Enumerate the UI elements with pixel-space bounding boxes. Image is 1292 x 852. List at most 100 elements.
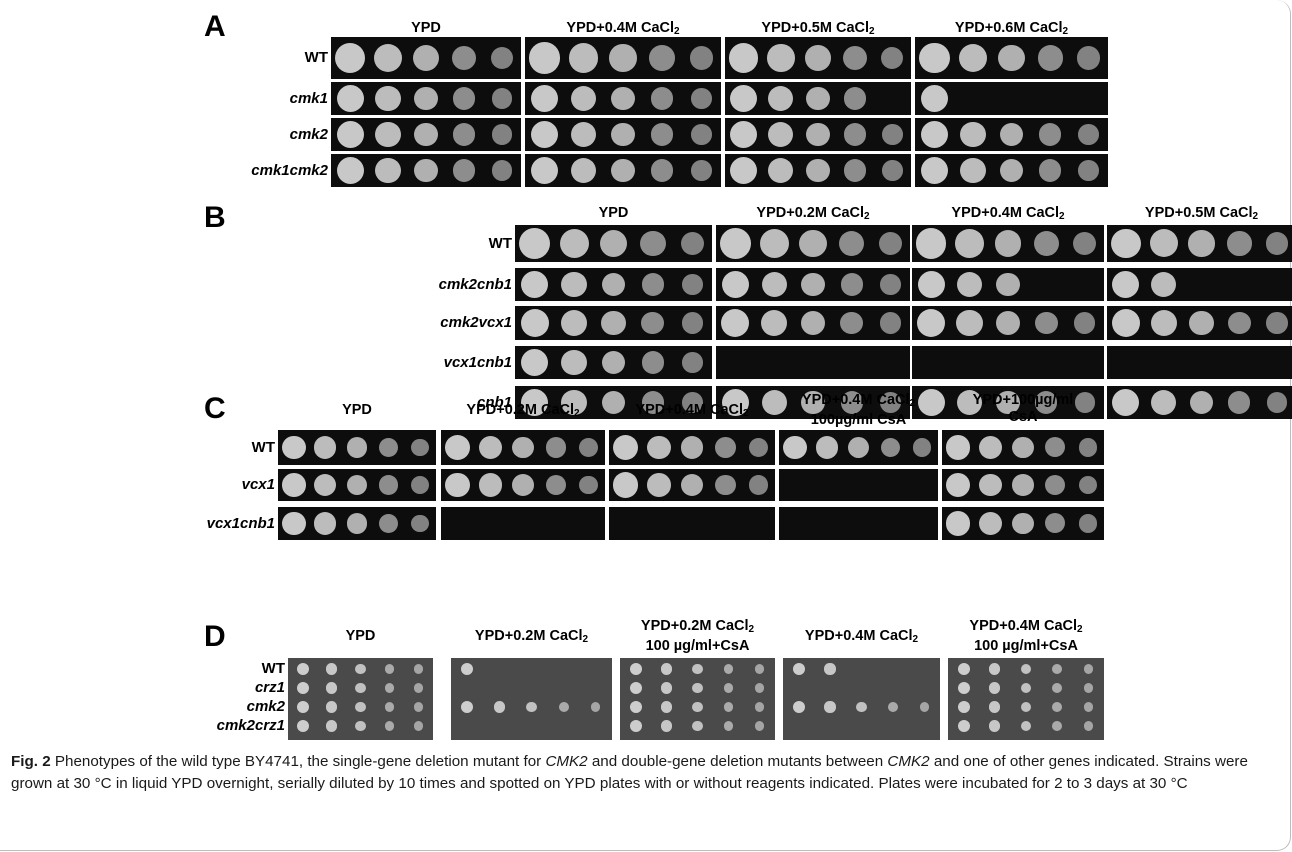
caption-text-2: and double-gene deletion mutants between — [587, 753, 888, 770]
plate-image — [451, 658, 612, 740]
yeast-spot — [946, 511, 971, 536]
yeast-spot — [413, 702, 424, 712]
column-header: YPD — [598, 205, 629, 221]
yeast-spot — [920, 121, 948, 148]
yeast-spot — [375, 121, 401, 148]
yeast-spot — [1227, 231, 1252, 256]
yeast-spot — [1266, 392, 1288, 413]
yeast-spot — [384, 702, 395, 712]
yeast-spot — [692, 663, 703, 675]
yeast-spot — [692, 720, 703, 732]
yeast-spot — [335, 43, 365, 73]
yeast-spot — [783, 435, 807, 460]
row-label: WT — [488, 234, 512, 252]
yeast-spot — [560, 309, 588, 337]
yeast-spot — [493, 701, 505, 713]
column-header: YPD+0.4M CaCl2 — [635, 402, 749, 419]
figure-caption: Fig. 2 Phenotypes of the wild type BY474… — [11, 751, 1281, 794]
yeast-spot — [957, 701, 970, 713]
yeast-spot — [956, 309, 983, 337]
yeast-spot — [843, 46, 868, 70]
yeast-spot — [994, 230, 1022, 257]
yeast-spot — [1074, 392, 1096, 413]
plate-image — [441, 507, 605, 540]
column-header: YPD+0.5M CaCl2 — [761, 20, 875, 37]
yeast-spot — [1020, 663, 1032, 675]
caption-gene-2: CMK2 — [887, 753, 930, 770]
yeast-spot — [960, 157, 986, 184]
yeast-spot — [1083, 721, 1093, 731]
yeast-spot — [375, 85, 401, 112]
yeast-spot — [591, 702, 601, 712]
yeast-spot — [346, 437, 368, 458]
yeast-spot — [768, 85, 794, 112]
yeast-spot — [680, 473, 704, 497]
yeast-spot — [414, 122, 438, 147]
yeast-spot — [882, 160, 903, 181]
column-header: YPD — [411, 20, 441, 36]
panel-label-d: D — [204, 620, 226, 653]
yeast-spot — [824, 701, 836, 713]
plate-image — [779, 469, 938, 501]
yeast-spot — [660, 720, 673, 732]
row-label: vcx1cnb1 — [206, 514, 275, 532]
yeast-spot — [1020, 682, 1032, 694]
yeast-spot — [282, 511, 306, 536]
yeast-spot — [689, 46, 714, 70]
yeast-spot — [325, 682, 338, 694]
yeast-spot — [1189, 390, 1214, 415]
yeast-spot — [1045, 437, 1066, 458]
yeast-spot — [1034, 311, 1058, 335]
yeast-spot — [721, 309, 750, 337]
plate-image — [1107, 346, 1292, 379]
yeast-spot — [314, 436, 337, 459]
yeast-spot — [792, 701, 805, 713]
plate-image — [912, 346, 1104, 379]
yeast-spot — [761, 389, 787, 416]
yeast-spot — [957, 682, 970, 694]
yeast-spot — [917, 389, 945, 416]
yeast-spot — [660, 663, 673, 675]
column-header: YPD — [342, 402, 372, 418]
yeast-spot — [1012, 436, 1034, 459]
row-label: cmk1 — [289, 89, 328, 107]
yeast-spot — [1073, 231, 1097, 256]
yeast-spot — [721, 271, 749, 298]
yeast-spot — [768, 157, 794, 184]
yeast-spot — [989, 682, 1001, 694]
yeast-spot — [1083, 664, 1093, 674]
yeast-spot — [601, 390, 626, 415]
yeast-spot — [792, 663, 805, 675]
yeast-spot — [691, 124, 712, 145]
yeast-spot — [629, 701, 642, 713]
yeast-spot — [569, 43, 599, 73]
yeast-spot — [296, 701, 309, 713]
yeast-spot — [491, 88, 513, 109]
yeast-spot — [956, 271, 983, 298]
yeast-spot — [856, 701, 867, 713]
yeast-spot — [611, 158, 635, 183]
yeast-spot — [1266, 312, 1288, 334]
yeast-spot — [806, 122, 830, 147]
yeast-spot — [355, 701, 366, 713]
yeast-spot — [767, 44, 795, 72]
yeast-spot — [641, 273, 664, 296]
yeast-spot — [660, 701, 673, 713]
yeast-spot — [559, 228, 589, 259]
yeast-spot — [325, 701, 338, 713]
yeast-spot — [1045, 474, 1066, 495]
yeast-spot — [1265, 232, 1289, 255]
yeast-spot — [1078, 475, 1098, 495]
yeast-spot — [282, 435, 306, 460]
yeast-spot — [378, 437, 399, 458]
yeast-spot — [840, 273, 863, 296]
yeast-spot — [887, 702, 898, 712]
yeast-spot — [378, 475, 399, 495]
yeast-spot — [346, 513, 368, 534]
yeast-spot — [1052, 664, 1063, 674]
yeast-spot — [840, 311, 864, 335]
yeast-spot — [754, 721, 765, 731]
row-label: cmk2 — [289, 125, 328, 143]
